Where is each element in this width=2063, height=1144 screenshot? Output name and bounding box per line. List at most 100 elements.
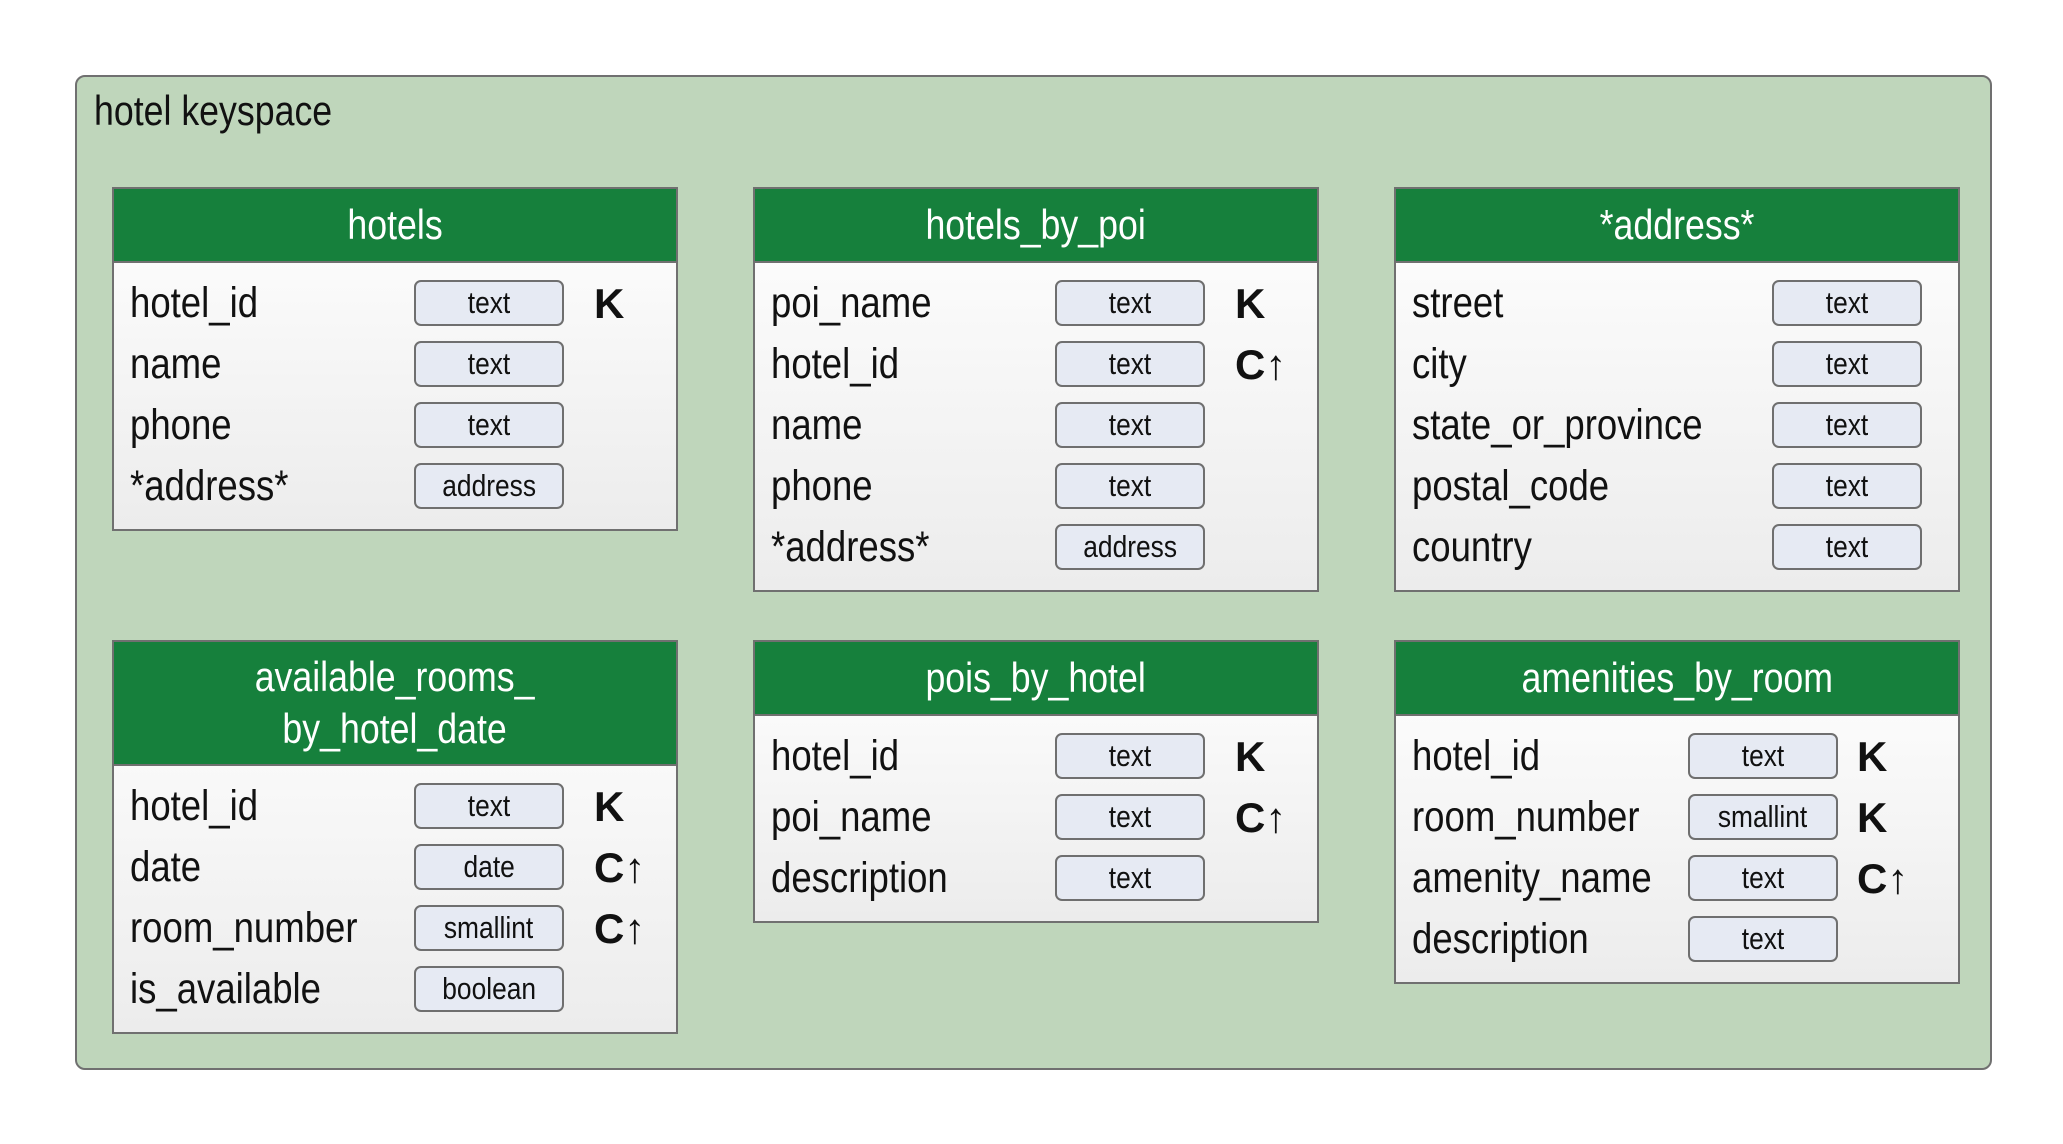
- column-row: room_number smallint K: [1396, 787, 1958, 848]
- column-name: poi_name: [771, 279, 932, 327]
- table-header: available_rooms_ by_hotel_date: [114, 642, 676, 766]
- column-key-marker: K: [1857, 794, 1888, 841]
- keyspace-title: hotel keyspace: [94, 87, 333, 134]
- column-type-badge: text: [1055, 794, 1205, 840]
- column-row: poi_name text K: [755, 273, 1317, 334]
- column-type-badge: text: [1688, 855, 1838, 901]
- column-name: state_or_province: [1412, 401, 1703, 449]
- table-header: amenities_by_room: [1396, 642, 1958, 716]
- column-key-marker: K: [1235, 280, 1266, 327]
- table-name: amenities_by_room: [1521, 654, 1833, 701]
- column-name: hotel_id: [771, 340, 900, 388]
- column-type-label: text: [1108, 407, 1152, 442]
- column-name: name: [130, 340, 222, 388]
- column-type-badge: text: [1772, 524, 1922, 570]
- column-type-badge: text: [414, 341, 564, 387]
- column-name: description: [1412, 915, 1589, 963]
- column-type-label: text: [1108, 738, 1152, 773]
- column-row: amenity_name text C↑: [1396, 848, 1958, 909]
- column-name: phone: [771, 462, 873, 510]
- column-type-badge: smallint: [1688, 794, 1838, 840]
- column-type-label: text: [1825, 529, 1869, 564]
- table-header: pois_by_hotel: [755, 642, 1317, 716]
- column-key-marker: C↑: [1235, 794, 1287, 841]
- column-key-marker: C↑: [594, 844, 646, 891]
- column-type-label: text: [467, 346, 511, 381]
- column-type-label: text: [1108, 860, 1152, 895]
- column-key-marker: C↑: [1857, 855, 1909, 902]
- column-name: phone: [130, 401, 232, 449]
- column-type-label: text: [1825, 407, 1869, 442]
- column-type-label: text: [1108, 799, 1152, 834]
- column-type-badge: text: [1055, 733, 1205, 779]
- column-row: phone text: [114, 395, 676, 456]
- column-type-badge: text: [414, 783, 564, 829]
- column-name: room_number: [130, 904, 358, 952]
- column-type-label: text: [1825, 285, 1869, 320]
- column-type-label: text: [1108, 346, 1152, 381]
- table-header: hotels_by_poi: [755, 189, 1317, 263]
- column-type-badge: text: [1772, 463, 1922, 509]
- column-name: hotel_id: [130, 279, 259, 327]
- column-type-badge: text: [1772, 341, 1922, 387]
- column-row: name text: [114, 334, 676, 395]
- column-type-label: text: [1741, 860, 1785, 895]
- column-type-label: text: [1108, 468, 1152, 503]
- column-name: room_number: [1412, 793, 1640, 841]
- column-name: is_available: [130, 965, 321, 1013]
- column-row: *address*address: [114, 456, 676, 517]
- column-type-label: date: [463, 849, 515, 884]
- column-type-badge: boolean: [414, 966, 564, 1012]
- table-name: hotels_by_poi: [925, 201, 1147, 248]
- column-type-label: text: [1825, 346, 1869, 381]
- column-row: city text: [1396, 334, 1958, 395]
- column-name: city: [1412, 340, 1467, 388]
- column-name: hotel_id: [771, 732, 900, 780]
- column-row: phone text: [755, 456, 1317, 517]
- column-type-badge: text: [1772, 280, 1922, 326]
- column-type-label: address: [1083, 529, 1177, 564]
- column-name: street: [1412, 279, 1504, 327]
- column-key-marker: K: [594, 280, 625, 327]
- column-type-badge: text: [414, 280, 564, 326]
- column-name: country: [1412, 523, 1532, 571]
- column-type-badge: text: [1055, 463, 1205, 509]
- column-type-label: text: [467, 788, 511, 823]
- table-2: *address* street text city text state_or_prov…: [1394, 187, 1960, 592]
- column-type-badge: text: [1055, 341, 1205, 387]
- column-key-marker: K: [594, 783, 625, 830]
- column-row: description text: [1396, 909, 1958, 970]
- column-key-marker: K: [1857, 733, 1888, 780]
- column-type-label: address: [442, 468, 536, 503]
- column-row: street text: [1396, 273, 1958, 334]
- column-type-badge: address: [414, 463, 564, 509]
- column-type-badge: text: [1688, 916, 1838, 962]
- column-name: amenity_name: [1412, 854, 1652, 902]
- column-type-label: text: [1741, 738, 1785, 773]
- column-row: hotel_id text K: [1396, 726, 1958, 787]
- column-type-label: text: [467, 407, 511, 442]
- column-row: hotel_id text K: [114, 273, 676, 334]
- column-type-label: text: [1108, 285, 1152, 320]
- table-header: *address*: [1396, 189, 1958, 263]
- column-type-badge: text: [1055, 855, 1205, 901]
- column-name: hotel_id: [1412, 732, 1541, 780]
- column-type-badge: text: [1772, 402, 1922, 448]
- table-name: *address*: [1599, 201, 1755, 248]
